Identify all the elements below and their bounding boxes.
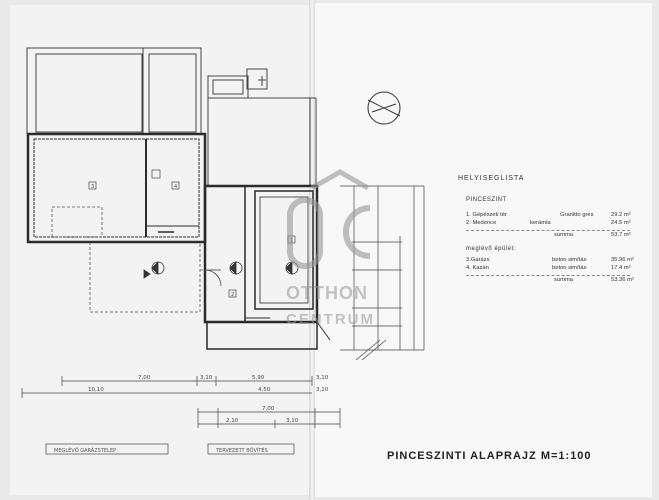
room-name: 3.Garázs: [466, 257, 490, 263]
room-area: 24.5 m²: [611, 220, 631, 226]
legend-divider: [466, 275, 630, 276]
room-name: 4. Kazán: [466, 265, 489, 271]
horizontal-dimensions: [21, 376, 341, 428]
sum-value: 53.36 m²: [611, 277, 634, 283]
dim-text-2: 3,10: [200, 375, 213, 381]
watermark-monogram: OC: [305, 240, 307, 242]
door-swing: [204, 269, 222, 287]
watermark-line-2: CENTRUM: [286, 311, 375, 328]
dashed-extension: [51, 206, 216, 313]
dim-text-5: 4,50: [258, 387, 271, 393]
upper-building-outline: [26, 47, 202, 135]
sum-label: summa: [554, 232, 574, 238]
room-name: 1. Gépészeti tér: [466, 212, 507, 218]
dim-text-6: 3,10: [316, 387, 329, 393]
legend-sum-row: summa 53.36 m²: [458, 276, 638, 285]
legend-row: 4. Kazán beton simítás 17.4 m²: [458, 264, 638, 272]
room-number-boxes: [88, 169, 296, 298]
dim-text-7: 10,10: [88, 387, 104, 393]
existing-building-walls: [26, 132, 207, 244]
paper-right-page: [312, 3, 652, 497]
bottom-label-right: TERVEZETT BŐVÍTÉS: [215, 446, 268, 454]
legend-section-1: PINCESZINT: [466, 197, 507, 203]
room-name: 2. Medence: [466, 220, 497, 226]
watermark-logo-icon: [287, 169, 371, 269]
bottom-label-boxes: [45, 443, 295, 455]
room-finish: Granitto gres: [560, 212, 594, 218]
stair-block: [207, 68, 317, 186]
sum-label: summa: [554, 277, 574, 283]
room-number-2: 2: [231, 292, 234, 298]
watermark-line-1: OTTHON: [286, 283, 368, 303]
dim-text-3: 5,90: [252, 375, 265, 381]
legend-row: 2. Medence kerámia 24.5 m²: [458, 219, 638, 227]
dim-text-9: 2,10: [226, 418, 239, 424]
dim-text-4: 3,10: [316, 375, 329, 381]
room-area: 17.4 m²: [611, 265, 631, 271]
room-area: 29.2 m²: [611, 212, 631, 218]
legend-divider: [466, 230, 630, 231]
legend-row: 1. Gépészeti tér Granitto gres 29.2 m²: [458, 211, 638, 219]
drawing-title: PINCESZINTI ALAPRAJZ M=1:100: [387, 450, 592, 462]
legend-row: 3.Garázs beton simítás 35.96 m²: [458, 256, 638, 264]
room-legend: HELYISEGLISTA PINCESZINT 1. Gépészeti té…: [458, 175, 638, 285]
dim-text-8: 7,00: [262, 406, 275, 412]
room-area: 35.96 m²: [611, 257, 634, 263]
room-finish: beton simítás: [552, 257, 587, 263]
room-material: kerámia: [530, 220, 551, 226]
sum-value: 53.7 m²: [611, 232, 631, 238]
north-arrow-icon: [367, 91, 401, 125]
bottom-label-left: MEGLÉVŐ GARÁZSTELEP: [54, 446, 116, 454]
paper-fold: [309, 0, 315, 500]
paper-left-page: [10, 5, 312, 495]
room-number-4: 4: [174, 184, 177, 190]
room-number-3: 3: [91, 184, 94, 190]
legend-sum-row: summa 53.7 m²: [458, 231, 638, 240]
dim-text-10: 3,10: [286, 418, 299, 424]
legend-heading: HELYISEGLISTA: [458, 175, 525, 182]
legend-section-2: meglévő épület:: [466, 246, 516, 252]
room-finish: beton simítás: [552, 265, 587, 271]
dim-text-1: 7,00: [138, 375, 151, 381]
